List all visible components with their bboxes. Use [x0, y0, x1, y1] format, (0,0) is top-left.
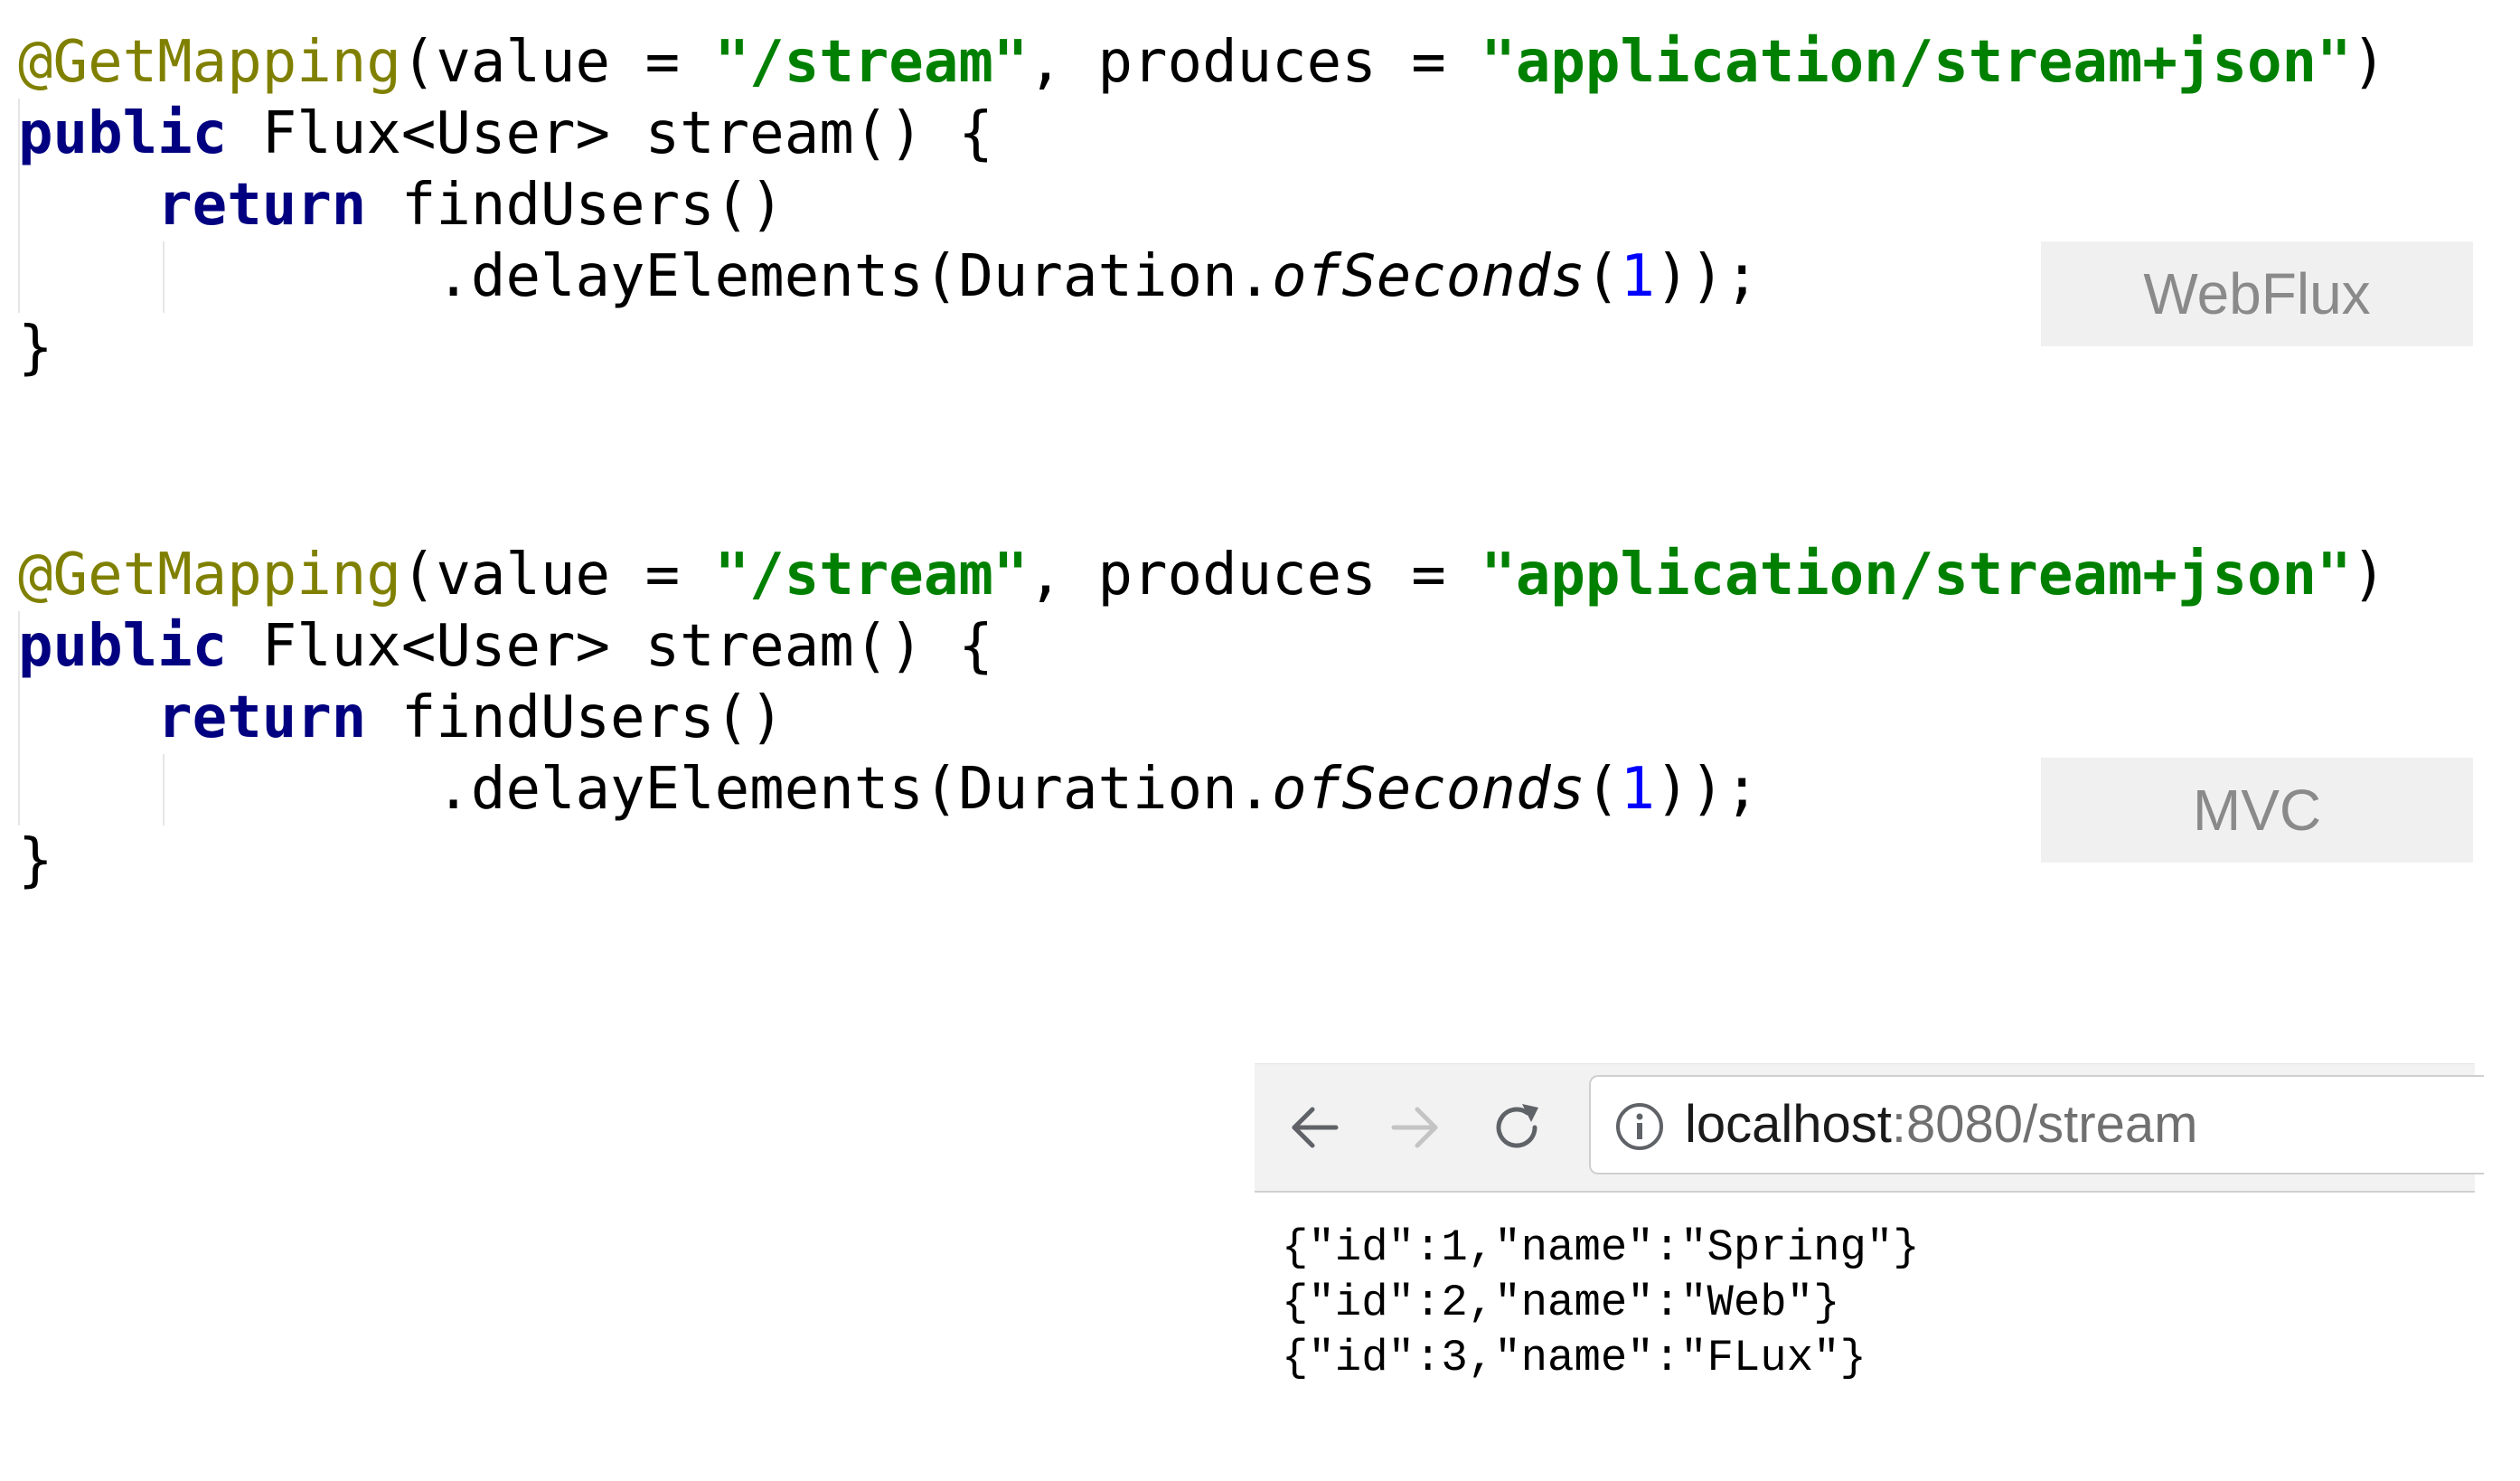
code-text: }: [18, 315, 53, 382]
code-text: ): [2351, 542, 2387, 608]
method-token: ofSeconds: [1272, 243, 1585, 310]
code-text: Flux<User> stream() {: [227, 100, 993, 167]
code-line-return: return findUsers(): [18, 170, 2386, 241]
code-line-annotation: @GetMapping(value = "/stream", produces …: [18, 540, 2386, 611]
webflux-label: WebFlux: [2041, 241, 2473, 346]
code-line-close-brace: }: [18, 313, 2386, 384]
annotation-token: @GetMapping: [18, 542, 401, 608]
number-literal: 1: [1620, 756, 1655, 823]
code-block-mvc: @GetMapping(value = "/stream", produces …: [18, 540, 2386, 897]
reload-icon: [1496, 1104, 1538, 1148]
keyword-token: return: [157, 684, 367, 751]
code-text: ): [2351, 29, 2387, 96]
code-text: .delayElements(Duration.: [436, 243, 1273, 310]
reload-button[interactable]: [1490, 1100, 1544, 1155]
code-text: (: [1584, 243, 1621, 310]
indent-guide: [163, 241, 165, 313]
indent: [18, 172, 157, 239]
code-text: findUsers(): [366, 172, 785, 239]
info-icon[interactable]: [1614, 1101, 1665, 1152]
browser-toolbar: localhost:8080/stream: [1255, 1063, 2484, 1193]
code-line-delay: .delayElements(Duration.ofSeconds(1));: [18, 241, 2386, 313]
method-token: ofSeconds: [1272, 756, 1585, 823]
code-text: .delayElements(Duration.: [436, 756, 1273, 823]
code-text: , produces =: [1028, 29, 1481, 96]
code-text: (value =: [400, 29, 715, 96]
code-text: ));: [1654, 756, 1760, 823]
code-text: }: [18, 827, 53, 894]
keyword-token: public: [18, 613, 228, 680]
indent-guide: [18, 611, 20, 825]
string-literal: "application/stream+json": [1481, 542, 2352, 608]
code-line-signature: public Flux<User> stream() {: [18, 99, 2386, 170]
string-literal: "/stream": [714, 542, 1029, 608]
forward-button[interactable]: [1388, 1100, 1443, 1155]
code-line-delay: .delayElements(Duration.ofSeconds(1));: [18, 754, 2386, 825]
indent-guide: [163, 754, 165, 825]
code-text: Flux<User> stream() {: [227, 613, 993, 680]
address-bar[interactable]: localhost:8080/stream: [1589, 1075, 2484, 1174]
page-output: {"id":1,"name":"Spring"}{"id":2,"name":"…: [1282, 1221, 1920, 1386]
mvc-label: MVC: [2041, 758, 2473, 863]
annotation-token: @GetMapping: [18, 29, 401, 96]
indent: [18, 756, 436, 823]
code-text: , produces =: [1028, 542, 1481, 608]
code-text: findUsers(): [366, 684, 785, 751]
indent: [18, 684, 157, 751]
arrow-right-icon: [1391, 1107, 1438, 1148]
json-line: {"id":3,"name":"FLux"}: [1282, 1333, 1866, 1383]
back-button[interactable]: [1287, 1100, 1341, 1155]
json-line: {"id":1,"name":"Spring"}: [1282, 1222, 1920, 1273]
code-text: (value =: [400, 542, 715, 608]
url-path: :8080/stream: [1891, 1095, 2198, 1154]
indent: [18, 243, 436, 310]
url-text[interactable]: localhost:8080/stream: [1685, 1077, 2197, 1173]
code-line-signature: public Flux<User> stream() {: [18, 611, 2386, 683]
number-literal: 1: [1620, 243, 1655, 310]
keyword-token: public: [18, 100, 228, 167]
code-text: ));: [1654, 243, 1760, 310]
string-literal: "application/stream+json": [1481, 29, 2352, 96]
code-line-close-brace: }: [18, 825, 2386, 897]
arrow-left-icon: [1292, 1107, 1339, 1148]
json-line: {"id":2,"name":"Web"}: [1282, 1278, 1840, 1328]
code-line-return: return findUsers(): [18, 683, 2386, 754]
string-literal: "/stream": [714, 29, 1029, 96]
indent-guide: [18, 99, 20, 313]
url-host: localhost: [1685, 1095, 1892, 1154]
code-line-annotation: @GetMapping(value = "/stream", produces …: [18, 27, 2386, 99]
code-block-webflux: @GetMapping(value = "/stream", produces …: [18, 27, 2386, 384]
keyword-token: return: [157, 172, 367, 239]
code-text: (: [1584, 756, 1621, 823]
